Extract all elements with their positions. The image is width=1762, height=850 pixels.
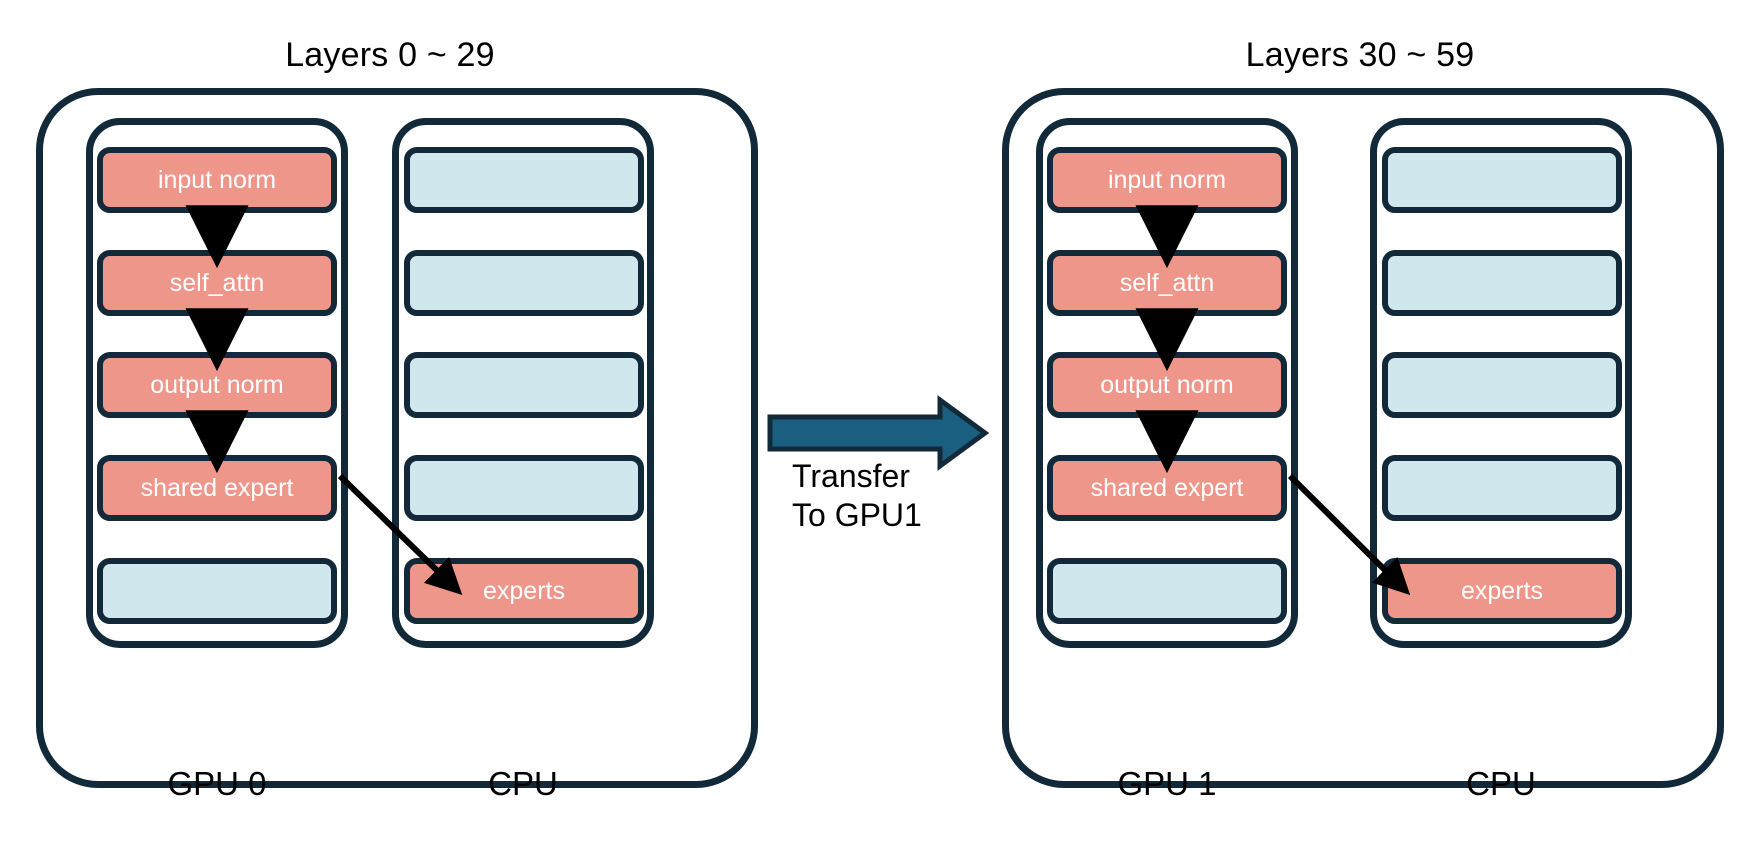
block-cpu0-slot-2[interactable] [404,250,644,316]
block-cpu0-experts[interactable]: experts [404,558,644,624]
device-label-gpu0: GPU 0 [167,765,267,802]
block-gpu1-output-norm[interactable]: output norm [1047,352,1287,418]
block-gpu0-placeholder[interactable] [97,558,337,624]
block-gpu0-shared-expert[interactable]: shared expert [97,455,337,521]
block-cpu0-slot-1[interactable] [404,147,644,213]
block-cpu1-slot-3[interactable] [1382,352,1622,418]
block-cpu1-slot-4[interactable] [1382,455,1622,521]
block-gpu1-shared-expert[interactable]: shared expert [1047,455,1287,521]
group-title-left: Layers 0 ~ 29 [285,36,495,74]
block-gpu1-input-norm[interactable]: input norm [1047,147,1287,213]
block-cpu0-slot-4[interactable] [404,455,644,521]
device-label-gpu1: GPU 1 [1117,765,1217,802]
block-cpu1-slot-1[interactable] [1382,147,1622,213]
block-gpu0-output-norm[interactable]: output norm [97,352,337,418]
device-label-cpu-right: CPU [1466,765,1536,802]
block-cpu1-experts[interactable]: experts [1382,558,1622,624]
device-label-cpu-left: CPU [488,765,558,802]
block-gpu0-input-norm[interactable]: input norm [97,147,337,213]
block-cpu0-slot-3[interactable] [404,352,644,418]
transfer-label-line1: Transfer [792,458,910,494]
transfer-label-line2: To GPU1 [792,497,922,533]
block-gpu0-self-attn[interactable]: self_attn [97,250,337,316]
block-cpu1-slot-2[interactable] [1382,250,1622,316]
block-gpu1-placeholder[interactable] [1047,558,1287,624]
group-title-right: Layers 30 ~ 59 [1245,36,1475,74]
block-gpu1-self-attn[interactable]: self_attn [1047,250,1287,316]
